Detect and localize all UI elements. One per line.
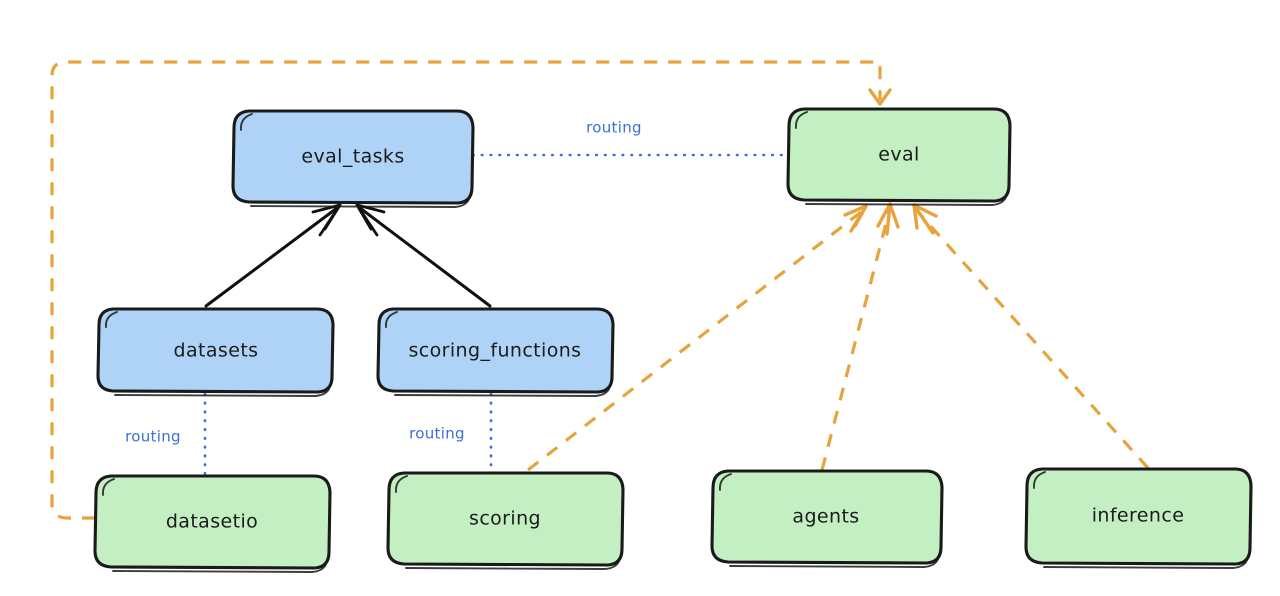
node-label-agents: agents bbox=[792, 506, 859, 528]
edge-agents-eval bbox=[820, 202, 900, 471]
edge-label-routing-eval-tasks-eval: routing bbox=[586, 119, 642, 137]
node-datasetio[interactable]: datasetio bbox=[93, 474, 332, 573]
node-label-inference: inference bbox=[1092, 505, 1185, 527]
edge-datasets-eval-tasks bbox=[204, 203, 342, 308]
node-eval-tasks[interactable]: eval_tasks bbox=[231, 109, 475, 208]
node-eval[interactable]: eval bbox=[786, 107, 1012, 206]
node-scoring[interactable]: scoring bbox=[386, 471, 625, 570]
edge-scoring-functions-eval-tasks bbox=[355, 203, 492, 308]
node-label-scoring: scoring bbox=[469, 508, 541, 530]
edge-label-routing-scoring-functions-scoring: routing bbox=[409, 425, 465, 443]
node-label-eval-tasks: eval_tasks bbox=[301, 146, 404, 168]
node-inference[interactable]: inference bbox=[1024, 467, 1253, 569]
edge-label-routing-datasets-datasetio: routing bbox=[125, 428, 181, 446]
node-label-eval: eval bbox=[878, 144, 919, 166]
node-label-datasetio: datasetio bbox=[166, 511, 258, 533]
node-scoring-functions[interactable]: scoring_functions bbox=[376, 307, 615, 397]
edge-inference-eval bbox=[912, 203, 1150, 470]
edge-scoring-eval bbox=[527, 204, 868, 472]
node-agents[interactable]: agents bbox=[710, 469, 944, 568]
edge-datasetio-eval bbox=[50, 60, 892, 520]
node-datasets[interactable]: datasets bbox=[96, 307, 335, 397]
node-label-scoring-functions: scoring_functions bbox=[409, 340, 582, 362]
node-label-datasets: datasets bbox=[174, 340, 259, 362]
